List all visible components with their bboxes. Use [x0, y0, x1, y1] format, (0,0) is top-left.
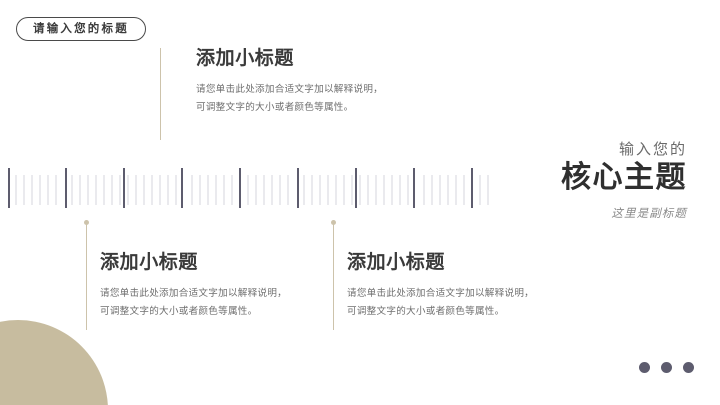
block-paragraph-line-2: 可调整文字的大小或者颜色等属性。 [100, 305, 258, 317]
hero-title-group: 输入您的 核心主题 这里是副标题 [561, 140, 687, 220]
hero-subtitle: 这里是副标题 [611, 205, 687, 220]
page-indicator-dot[interactable] [661, 362, 672, 373]
block-divider-line [330, 219, 338, 330]
block-body: 添加小标题 请您单击此处添加合适文字加以解释说明， 可调整文字的大小或者颜色等属… [100, 251, 288, 320]
block-body: 添加小标题 请您单击此处添加合适文字加以解释说明， 可调整文字的大小或者颜色等属… [196, 47, 384, 116]
block-paragraph-line-1: 请您单击此处添加合适文字加以解释说明， [347, 287, 535, 299]
block-heading: 添加小标题 [100, 251, 199, 273]
decorative-circle [0, 320, 108, 405]
block-heading: 添加小标题 [196, 47, 295, 69]
block-paragraph-line-2: 可调整文字的大小或者颜色等属性。 [347, 305, 505, 317]
hero-main-title: 核心主题 [561, 160, 687, 195]
hero-eyebrow: 输入您的 [618, 140, 687, 158]
block-paragraph-line-1: 请您单击此处添加合适文字加以解释说明， [196, 83, 384, 95]
block-paragraph-line-1: 请您单击此处添加合适文字加以解释说明， [100, 287, 288, 299]
slide-title-pill[interactable]: 请输入您的标题 [16, 17, 146, 41]
ruler-decoration [8, 168, 489, 208]
page-indicator-dots[interactable] [639, 362, 694, 373]
block-divider-line [160, 48, 162, 140]
page-indicator-dot[interactable] [683, 362, 694, 373]
block-body: 添加小标题 请您单击此处添加合适文字加以解释说明， 可调整文字的大小或者颜色等属… [347, 251, 535, 320]
block-heading: 添加小标题 [347, 251, 446, 273]
page-indicator-dot[interactable] [639, 362, 650, 373]
block-divider-line [83, 219, 91, 330]
block-paragraph-line-2: 可调整文字的大小或者颜色等属性。 [196, 101, 354, 113]
slide-title-text: 请输入您的标题 [33, 21, 129, 36]
